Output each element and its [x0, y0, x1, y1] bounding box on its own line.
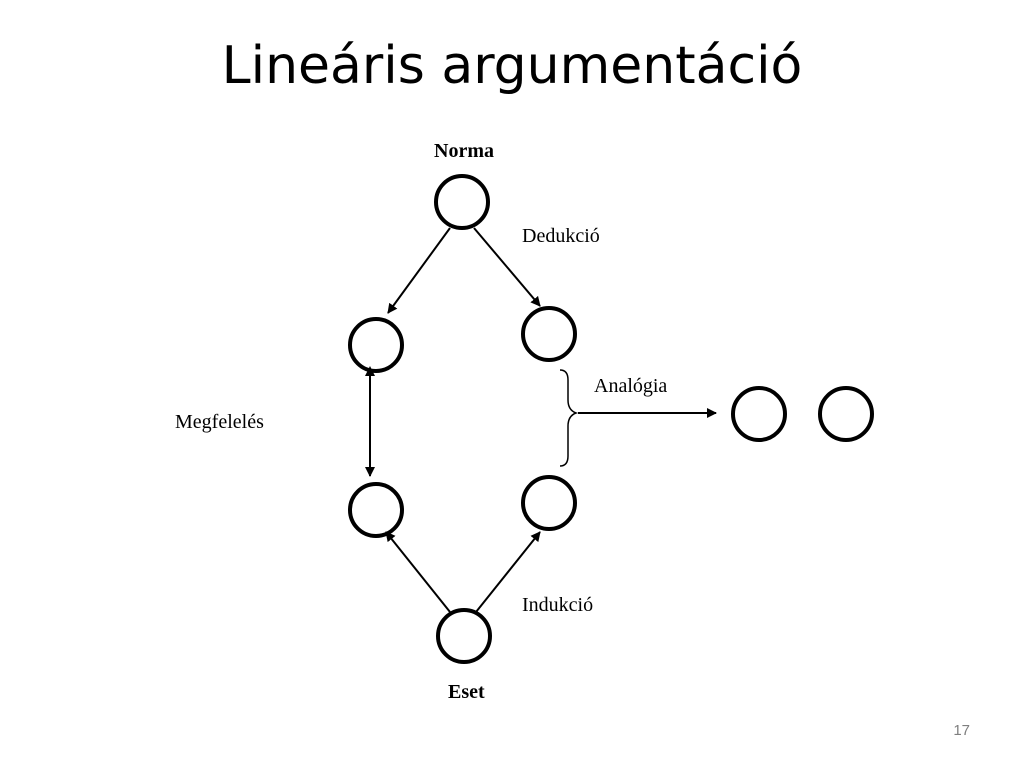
label-analogia: Analógia: [594, 375, 667, 397]
label-dedukcio: Dedukció: [522, 225, 600, 247]
label-indukcio: Indukció: [522, 594, 593, 616]
norma-node: [434, 174, 490, 230]
lower-right-node: [521, 475, 577, 531]
analogy-target-node-1: [731, 386, 787, 442]
label-eset: Eset: [448, 681, 485, 703]
analogy-target-node-2: [818, 386, 874, 442]
deduction-arrow-right: [473, 227, 541, 307]
lower-left-node: [348, 482, 404, 538]
induction-arrow-right: [475, 531, 541, 613]
label-megfeleles: Megfelelés: [175, 411, 264, 433]
eset-node: [436, 608, 492, 664]
upper-left-node: [348, 317, 404, 373]
analogy-brace: [559, 369, 579, 467]
upper-right-node: [521, 306, 577, 362]
label-norma: Norma: [434, 140, 494, 162]
deduction-arrow-left: [387, 227, 451, 314]
page-number: 17: [953, 722, 970, 739]
slide-title: Lineáris argumentáció: [221, 36, 803, 96]
induction-arrow-left: [385, 531, 451, 613]
